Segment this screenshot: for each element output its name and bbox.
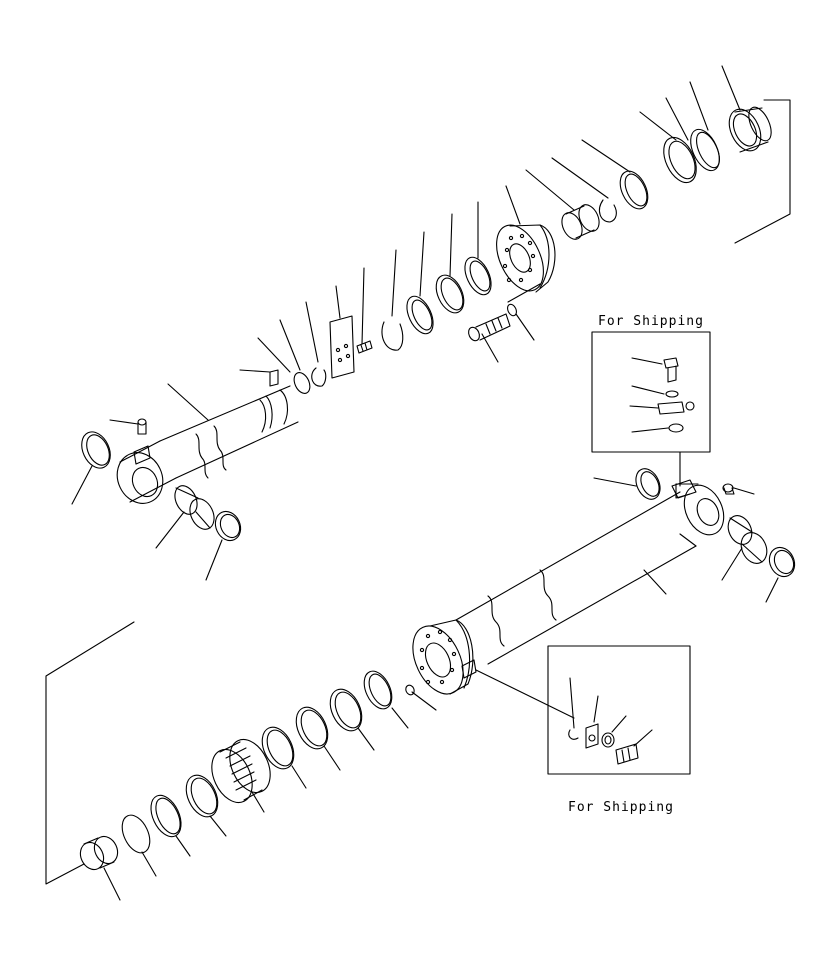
part-bushing-tube [724,512,772,568]
part-ring-rod-left [76,427,116,472]
part-ring-n [180,770,224,822]
part-cylinder-head [487,218,555,298]
part-ring-p [117,811,156,857]
part-ring-k [324,684,368,736]
part-plug [357,341,372,353]
part-piston-rod [160,386,298,478]
shipping-box-top [592,332,710,486]
part-seal-tube-top [631,465,664,503]
part-dust-seal-rod [211,507,245,544]
part-ring-c [657,132,703,187]
part-plate [330,316,354,378]
part-rod-eye [109,441,176,511]
part-dust-seal-tube [765,543,799,580]
part-ring-b [685,125,725,175]
part-ring-d [615,167,654,213]
part-ring-o [145,791,187,842]
part-ring-g [402,292,439,338]
lower-bracket-line [46,622,134,884]
part-seal-ring-a [723,104,776,156]
part-bushing-top [558,202,603,243]
part-pin-top [270,370,278,386]
part-ring-h [382,322,403,350]
part-ring-i [291,370,313,396]
top-bracket-line [735,100,790,243]
part-snap-ring-small [312,368,326,386]
part-tube-flange [403,618,476,702]
shipping-label-top: For Shipping [598,314,704,329]
part-bushing-lower [76,833,122,874]
part-ring-f [431,271,470,317]
part-small-fitting [404,684,415,696]
part-ring-m [256,722,300,774]
part-grease-fitting-top [138,419,146,434]
part-ring-e [460,253,497,299]
part-bushing-rod [171,482,219,533]
part-bolt-top [467,314,510,342]
part-grease-fitting-tube [723,484,734,494]
part-ring-j [359,667,398,713]
part-snap-ring [599,200,616,222]
part-tube-bracket-block [672,480,696,498]
shipping-box-bottom [548,646,690,774]
leader-lines-lower [104,478,778,900]
leader-lines-top [72,66,740,580]
part-cylinder-tube [456,492,696,664]
part-washer-top [506,303,518,317]
part-ring-l [290,702,334,754]
part-piston [204,733,278,809]
shipping-label-bottom: For Shipping [568,800,674,815]
